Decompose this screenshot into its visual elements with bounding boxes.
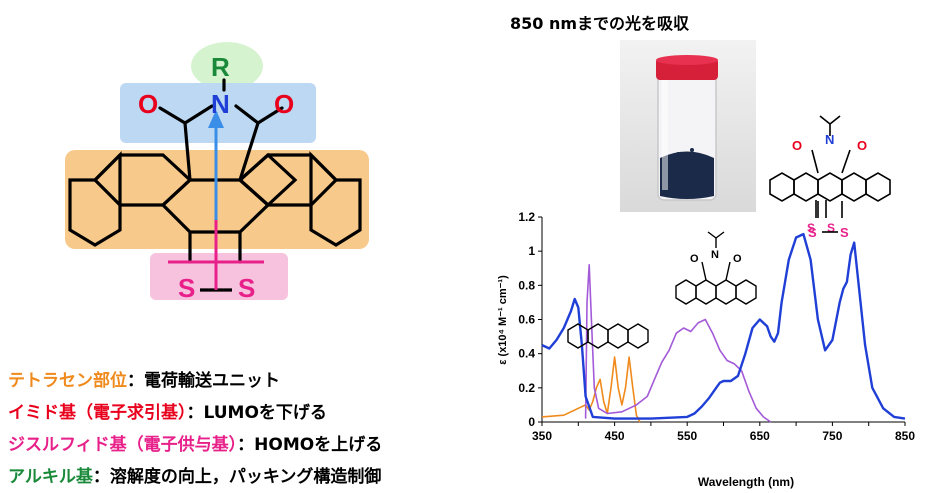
imide-inset-o-left: O — [690, 253, 699, 265]
sulfur-imide-inset — [815, 200, 827, 218]
y-tick-label: 0.8 — [518, 278, 535, 292]
vial-photo — [620, 40, 756, 212]
n-label: N — [211, 89, 230, 119]
series-line-2 — [541, 232, 906, 420]
chart-series — [541, 232, 906, 423]
y-tick-label: 0.4 — [518, 347, 535, 361]
legend-desc: 溶解度の向上，パッキング構造制御 — [109, 467, 382, 487]
legend-term: アルキル基 — [8, 467, 93, 487]
y-tick-label: 0.2 — [518, 381, 535, 395]
s-right-label: S — [238, 273, 255, 303]
imide-inset — [675, 231, 757, 305]
sulfur-imide-skeleton — [769, 115, 891, 233]
struct-s-left: S — [808, 225, 817, 240]
transition-arrowhead — [208, 110, 224, 128]
legend-alkyl: アルキル基：溶解度の向上，パッキング構造制御 — [8, 462, 381, 487]
x-tick-label: 550 — [677, 429, 697, 443]
o-left-label: O — [138, 89, 158, 119]
legend-colon: ： — [127, 371, 144, 391]
legend-colon: ： — [237, 435, 255, 455]
x-tick-label: 650 — [750, 429, 770, 443]
y-axis-label: ε (x10⁴ M⁻¹ cm⁻¹) — [497, 275, 509, 365]
legend-colon: ： — [92, 467, 110, 487]
imide-inset-o-right: O — [733, 253, 742, 265]
r-label: R — [211, 52, 230, 82]
sulfur-imide-structure: O N O S S — [769, 115, 891, 240]
struct-o-left: O — [792, 138, 802, 153]
y-tick-label: 0 — [528, 415, 535, 429]
legend-term: ジスルフィド基（電子供与基） — [8, 435, 238, 455]
legend-desc: LUMOを下げる — [203, 403, 327, 423]
legend-desc: HOMOを上げる — [254, 435, 383, 455]
vial-image — [656, 55, 718, 201]
s-left-label: S — [178, 273, 195, 303]
sulfur-inset-s-right: S — [827, 221, 835, 235]
x-axis-label: Wavelength (nm) — [698, 475, 794, 489]
series-line-1 — [584, 264, 772, 423]
o-right-label: O — [274, 89, 294, 119]
legend-disulfide: ジスルフィド基（電子供与基）：HOMOを上げる — [8, 430, 382, 455]
x-tick-label: 350 — [532, 429, 552, 443]
legend-term: テトラセン部位 — [8, 371, 127, 391]
photo-title: 850 nmまでの光を吸収 — [510, 14, 690, 33]
x-tick-label: 450 — [605, 429, 625, 443]
struct-n: N — [825, 132, 834, 147]
tetracene-imide-structure: R N O O S S — [65, 42, 369, 303]
x-tick-label: 850 — [895, 429, 915, 443]
legend-imide: イミド基（電子求引基）：LUMOを下げる — [8, 398, 327, 423]
chart-axes: 0 0.2 0.4 0.6 0.8 1 1.2 350 450 550 650 750 850 — [518, 210, 915, 443]
legend-colon: ： — [186, 403, 204, 423]
imide-highlight — [120, 83, 316, 143]
x-tick-label: 750 — [822, 429, 842, 443]
sulfur-inset-s-left: S — [807, 221, 815, 235]
y-tick-label: 1 — [528, 244, 535, 258]
y-tick-label: 1.2 — [518, 210, 535, 224]
y-tick-label: 0.6 — [518, 313, 535, 327]
disulfide-highlight — [150, 253, 288, 300]
struct-s-right: S — [840, 225, 849, 240]
legend-term: イミド基（電子求引基） — [8, 403, 187, 423]
molecule-skeleton — [68, 78, 362, 264]
legend-tetracene: テトラセン部位：電荷輸送ユニット — [8, 366, 280, 391]
legend-desc: 電荷輸送ユニット — [144, 371, 280, 391]
series-line-0 — [541, 356, 641, 423]
imide-inset-n: N — [711, 249, 719, 261]
struct-o-right: O — [857, 138, 867, 153]
alkyl-highlight — [191, 42, 263, 90]
tetracene-inset — [567, 323, 649, 349]
